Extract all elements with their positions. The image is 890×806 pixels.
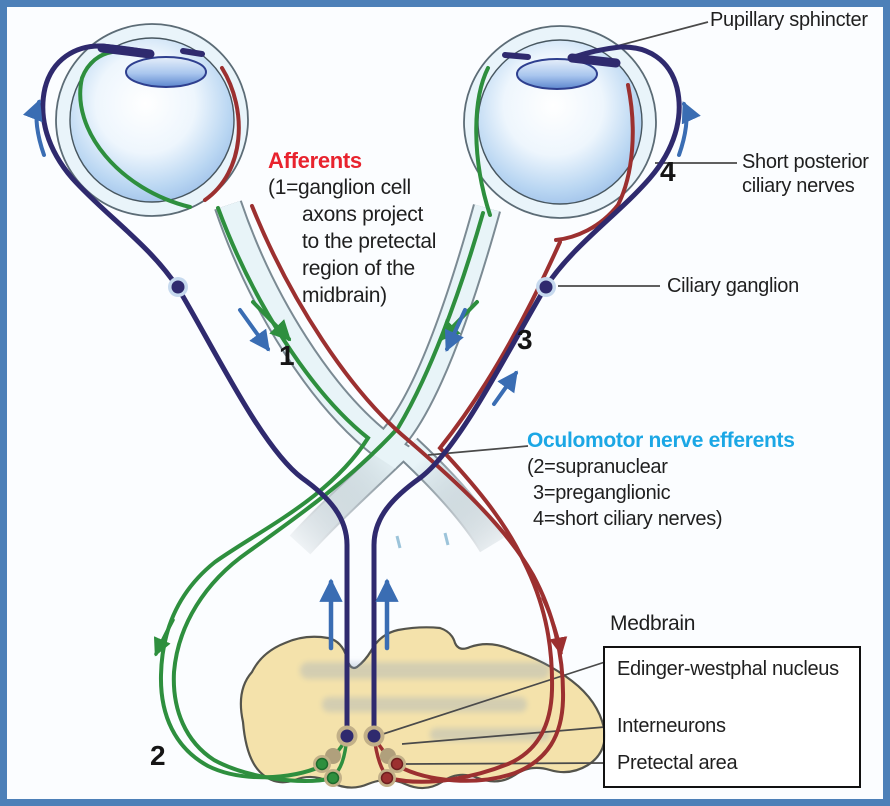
number-4: 4 bbox=[660, 156, 676, 187]
label-ciliary-ganglion: Ciliary ganglion bbox=[667, 275, 799, 297]
left-efferent-up-arrow bbox=[22, 99, 46, 157]
efferents-text-block: Oculomotor nerve efferents (2=supranucle… bbox=[527, 428, 795, 532]
pretectal-dot bbox=[315, 757, 329, 771]
label-pupillary-sphincter: Pupillary sphincter bbox=[710, 9, 868, 31]
direction-arrows bbox=[22, 99, 701, 657]
right-ciliary-ganglion bbox=[539, 280, 553, 294]
preganglionic-up-arrow bbox=[492, 370, 518, 406]
afferents-line: (1=ganglion cell bbox=[268, 176, 411, 199]
number-3: 3 bbox=[517, 324, 533, 355]
right-lens bbox=[516, 58, 598, 90]
label-edinger-westphal: Edinger-westphal nucleus bbox=[617, 658, 839, 680]
callout-edinger bbox=[376, 661, 606, 737]
left-lens bbox=[125, 56, 207, 88]
pretectal-dot bbox=[380, 771, 394, 785]
callout-interneurons bbox=[401, 726, 606, 745]
midbrain bbox=[239, 626, 606, 790]
optic-nerve-ribbons bbox=[214, 200, 504, 555]
green-loop-down-arrow bbox=[153, 618, 175, 657]
efferents-line: (2=supranuclear bbox=[527, 456, 668, 478]
right-afferent-arrow-blue bbox=[444, 308, 467, 352]
afferents-line: midbrain) bbox=[302, 284, 387, 307]
left-afferent-arrow-green bbox=[251, 300, 292, 342]
ganglia-and-nuclei bbox=[168, 277, 556, 787]
left-ciliary-ganglion bbox=[171, 280, 185, 294]
number-1: 1 bbox=[279, 340, 295, 371]
efferent-navy-fibers bbox=[40, 43, 682, 739]
label-pretectal-area: Pretectal area bbox=[617, 752, 738, 774]
label-medbrain: Medbrain bbox=[610, 612, 696, 635]
afferents-line: to the pretectal bbox=[302, 230, 437, 253]
efferents-title: Oculomotor nerve efferents bbox=[527, 429, 795, 452]
label-short-posterior-line2: ciliary nerves bbox=[742, 175, 855, 197]
edinger-westphal-nucleus-dot bbox=[340, 729, 354, 743]
left-pupillary-sphincter bbox=[97, 43, 155, 59]
midbrain-label-box: Edinger-westphal nucleus Interneurons Pr… bbox=[603, 646, 861, 788]
left-afferent-arrow-blue bbox=[238, 308, 270, 352]
pretectal-dot bbox=[390, 757, 404, 771]
edinger-westphal-nucleus-dot bbox=[367, 729, 381, 743]
label-short-posterior-line1: Short posterior bbox=[742, 151, 869, 173]
red-loop-down-arrow bbox=[541, 596, 568, 656]
afferents-title: Afferents bbox=[268, 148, 362, 173]
afferents-line: region of the bbox=[302, 257, 415, 280]
pretectal-dot bbox=[326, 771, 340, 785]
efferents-line: 4=short ciliary nerves) bbox=[533, 508, 723, 530]
efferents-line: 3=preganglionic bbox=[533, 482, 671, 504]
number-2: 2 bbox=[150, 740, 166, 771]
right-pupillary-sphincter bbox=[567, 53, 621, 68]
afferents-line: axons project bbox=[302, 203, 424, 226]
right-eye bbox=[463, 25, 657, 219]
right-efferent-up-arrow bbox=[677, 101, 701, 157]
label-interneurons: Interneurons bbox=[617, 715, 726, 737]
afferents-text-block: Afferents (1=ganglion cell axons project… bbox=[268, 148, 436, 309]
